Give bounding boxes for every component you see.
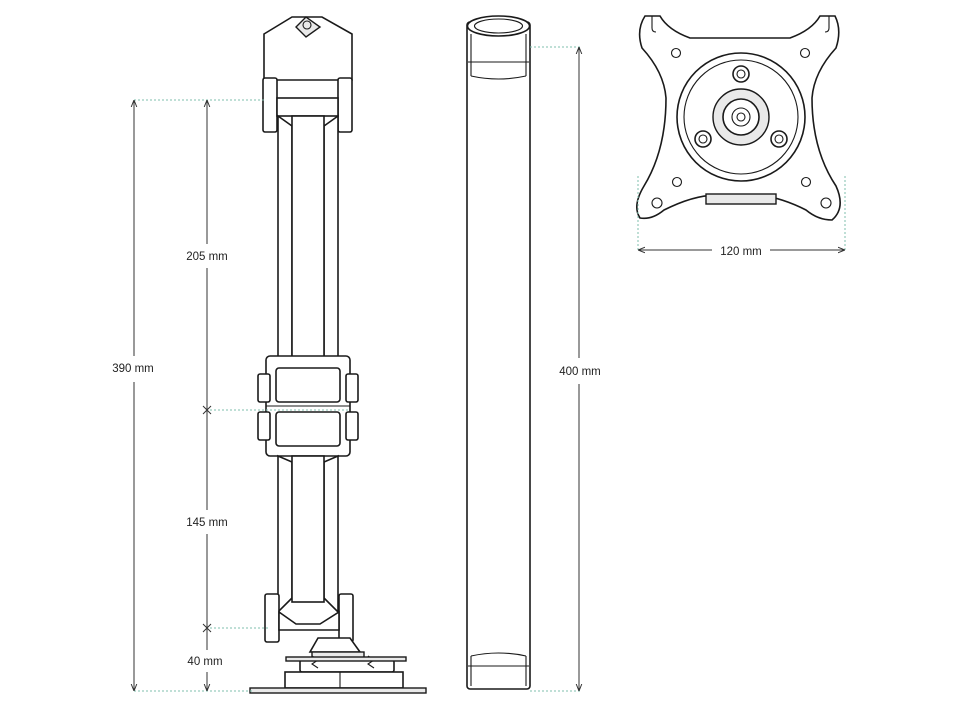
arm-top-bracket-left — [262, 77, 278, 133]
label-pole-length: 400 mm — [559, 366, 601, 378]
arm-top-bracket-right — [337, 77, 353, 133]
pole-tube — [466, 21, 531, 690]
label-arm-total: 390 mm — [112, 363, 154, 375]
label-arm-lower: 145 mm — [186, 517, 228, 529]
monitor-arm-drawing — [249, 16, 427, 694]
dimension-lines — [134, 46, 846, 692]
arm-upper-segment — [291, 115, 325, 363]
vesa-plate-drawing — [636, 15, 841, 221]
pole-drawing — [466, 15, 531, 690]
arm-clamp-block — [284, 671, 404, 689]
label-vesa-plate: 120 mm — [720, 246, 762, 258]
arm-base-plate — [249, 687, 427, 694]
arm-lower-segment — [291, 455, 325, 603]
label-arm-upper: 205 mm — [186, 251, 228, 263]
label-arm-base: 40 mm — [187, 656, 222, 668]
